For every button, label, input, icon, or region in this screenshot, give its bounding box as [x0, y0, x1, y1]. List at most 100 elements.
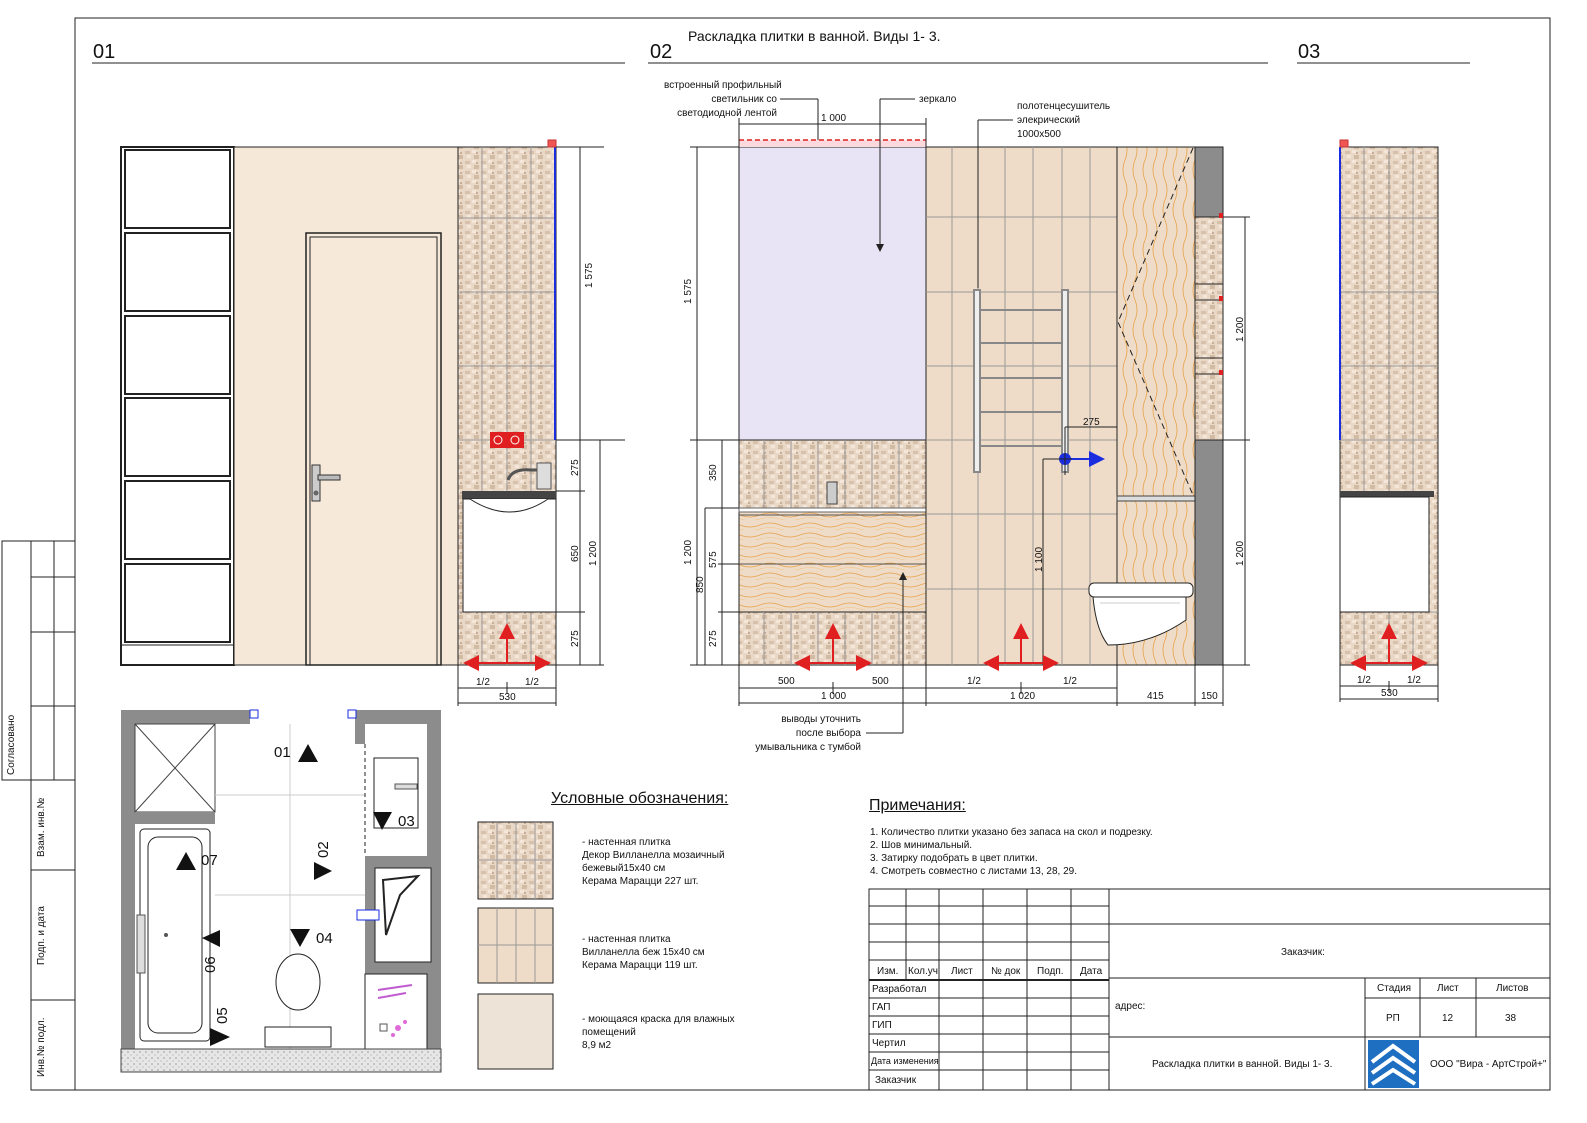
- tb-header-date: Дата: [1080, 966, 1103, 977]
- tb-sheet-header: Лист: [1437, 983, 1459, 994]
- tb-sheet-value: 12: [1442, 1013, 1454, 1024]
- tb-customer-label: Заказчик:: [1281, 947, 1325, 958]
- view-03: [1339, 139, 1439, 702]
- dim-v3-half1: 1/2: [1357, 675, 1371, 686]
- floor-plan: [120, 709, 442, 1073]
- view-label-02: 02: [650, 41, 673, 63]
- dim-v1-530: 530: [499, 692, 516, 703]
- light-annotation-line1: встроенный профильный: [664, 80, 782, 91]
- dim-v1-275a: 275: [570, 459, 581, 476]
- stamp-inv-orig: Инв.№ подл.: [36, 1017, 47, 1077]
- plan-marker-06: 06: [202, 956, 219, 973]
- dim-v2-1100: 1 100: [1034, 546, 1045, 572]
- tb-stage-value: РП: [1386, 1013, 1400, 1024]
- plan-marker-04: 04: [316, 930, 333, 947]
- plan-marker-01: 01: [274, 744, 291, 761]
- plan-marker-07: 07: [201, 852, 218, 869]
- legend-paint-line2: помещений: [582, 1027, 636, 1038]
- legend-mosaic-line3: бежевый15х40 см: [582, 863, 666, 874]
- dim-v1-275b: 275: [570, 630, 581, 647]
- tb-role-developer: Разработал: [872, 984, 927, 995]
- tb-role-change-date: Дата изменения: [871, 1056, 939, 1066]
- tb-role-gap: ГАП: [872, 1002, 891, 1013]
- dim-v2-1200-right-top: 1 200: [1235, 316, 1246, 342]
- tb-role-customer: Заказчик: [875, 1075, 917, 1086]
- legend-beige-line1: - настенная плитка: [582, 934, 671, 945]
- dim-v1-650: 650: [570, 545, 581, 562]
- dim-v2-1000: 1 000: [821, 691, 847, 702]
- view-label-03: 03: [1298, 41, 1321, 63]
- legend-item-paint: - моющаяся краска для влажных помещений …: [582, 1013, 735, 1052]
- view-label-01: 01: [93, 41, 116, 63]
- tb-header-docno: № док: [991, 966, 1021, 977]
- tb-stage-header: Стадия: [1377, 983, 1412, 994]
- dim-v2-1020: 1 020: [1010, 691, 1036, 702]
- plan-marker-05: 05: [214, 1007, 231, 1024]
- tb-header-qty: Кол.уч: [908, 966, 938, 977]
- note-1: 1. Количество плитки указано без запаса …: [870, 827, 1153, 838]
- note-3: 3. Затирку подобрать в цвет плитки.: [870, 853, 1038, 864]
- note-4: 4. Смотреть совместно с листами 13, 28, …: [870, 866, 1077, 877]
- dim-v2-1575: 1 575: [683, 278, 694, 304]
- dim-v2-500b: 500: [872, 676, 889, 687]
- tb-header-sign: Подп.: [1037, 966, 1064, 977]
- tb-sheets-header: Листов: [1496, 983, 1529, 994]
- stamp-inv-replace: Взам. инв.№: [36, 797, 47, 857]
- company-logo: [1368, 1040, 1419, 1088]
- dim-v2-350: 350: [708, 464, 719, 481]
- tb-header-change: Изм.: [877, 966, 899, 977]
- legend-item-beige: - настенная плитка Вилланелла беж 15х40 …: [582, 933, 705, 972]
- dim-v2-half1: 1/2: [967, 676, 981, 687]
- view-01: [120, 139, 625, 706]
- dim-v2-500a: 500: [778, 676, 795, 687]
- tb-company: ООО "Вира - АртСтрой+": [1430, 1059, 1547, 1070]
- outlets-annotation-line3: умывальника с тумбой: [755, 742, 861, 753]
- plan-marker-03: 03: [398, 813, 415, 830]
- dim-v1-1200: 1 200: [588, 540, 599, 566]
- stamp-agreed: Согласовано: [6, 714, 17, 775]
- tb-sheet-title: Раскладка плитки в ванной. Виды 1- 3.: [1152, 1059, 1333, 1070]
- notes-list: 1. Количество плитки указано без запаса …: [870, 826, 1153, 878]
- outlets-annotation-line1: выводы уточнить: [781, 714, 861, 725]
- dim-v2-850: 850: [695, 576, 706, 593]
- outlets-annotation-line2: после выбора: [795, 728, 861, 739]
- dim-v2-275-towel: 275: [1083, 417, 1100, 428]
- tb-role-drafter: Чертил: [872, 1038, 906, 1049]
- towel-annotation-line3: 1000х500: [1017, 129, 1061, 140]
- legend-heading: Условные обозначения:: [551, 790, 729, 807]
- dim-v1-half1: 1/2: [476, 677, 490, 688]
- dim-v3-530: 530: [1381, 688, 1398, 699]
- dim-v1-half2: 1/2: [525, 677, 539, 688]
- dim-v1-1575: 1 575: [584, 262, 595, 288]
- legend-beige-line2: Вилланелла беж 15х40 см: [582, 947, 705, 958]
- dim-v2-415: 415: [1147, 691, 1164, 702]
- legend-mosaic-line1: - настенная плитка: [582, 837, 671, 848]
- tb-sheets-value: 38: [1505, 1013, 1517, 1024]
- legend-mosaic-line2: Декор Вилланелла мозаичный: [582, 850, 725, 861]
- dim-v2-1000-top: 1 000: [821, 113, 847, 124]
- light-annotation-line2: светильник со: [711, 94, 777, 105]
- legend-paint-line3: 8,9 м2: [582, 1040, 612, 1051]
- dim-v2-575: 575: [708, 551, 719, 568]
- tb-role-gip: ГИП: [872, 1020, 892, 1031]
- dim-v2-275: 275: [708, 630, 719, 647]
- view-02: [690, 98, 1250, 734]
- tb-header-sheet: Лист: [951, 966, 973, 977]
- towel-annotation-line1: полотенцесушитель: [1017, 101, 1111, 112]
- light-annotation-line3: светодиодной лентой: [677, 108, 777, 119]
- dim-v2-150: 150: [1201, 691, 1218, 702]
- legend-mosaic-line4: Керама Марацци 227 шт.: [582, 876, 699, 887]
- tb-address-label: адрес:: [1115, 1001, 1146, 1012]
- plan-marker-02: 02: [315, 841, 332, 858]
- dim-v2-half2: 1/2: [1063, 676, 1077, 687]
- note-2: 2. Шов минимальный.: [870, 840, 973, 851]
- notes-heading: Примечания:: [869, 797, 966, 814]
- stamp-sign-date: Подп. и дата: [36, 906, 47, 965]
- dim-v3-half2: 1/2: [1407, 675, 1421, 686]
- legend-paint-line1: - моющаяся краска для влажных: [582, 1014, 735, 1025]
- sheet-title: Раскладка плитки в ванной. Виды 1- 3.: [688, 28, 941, 44]
- dim-v2-1200: 1 200: [683, 539, 694, 565]
- dim-v2-1200-right-bot: 1 200: [1235, 540, 1246, 566]
- legend-item-mosaic: - настенная плитка Декор Вилланелла моза…: [582, 836, 725, 888]
